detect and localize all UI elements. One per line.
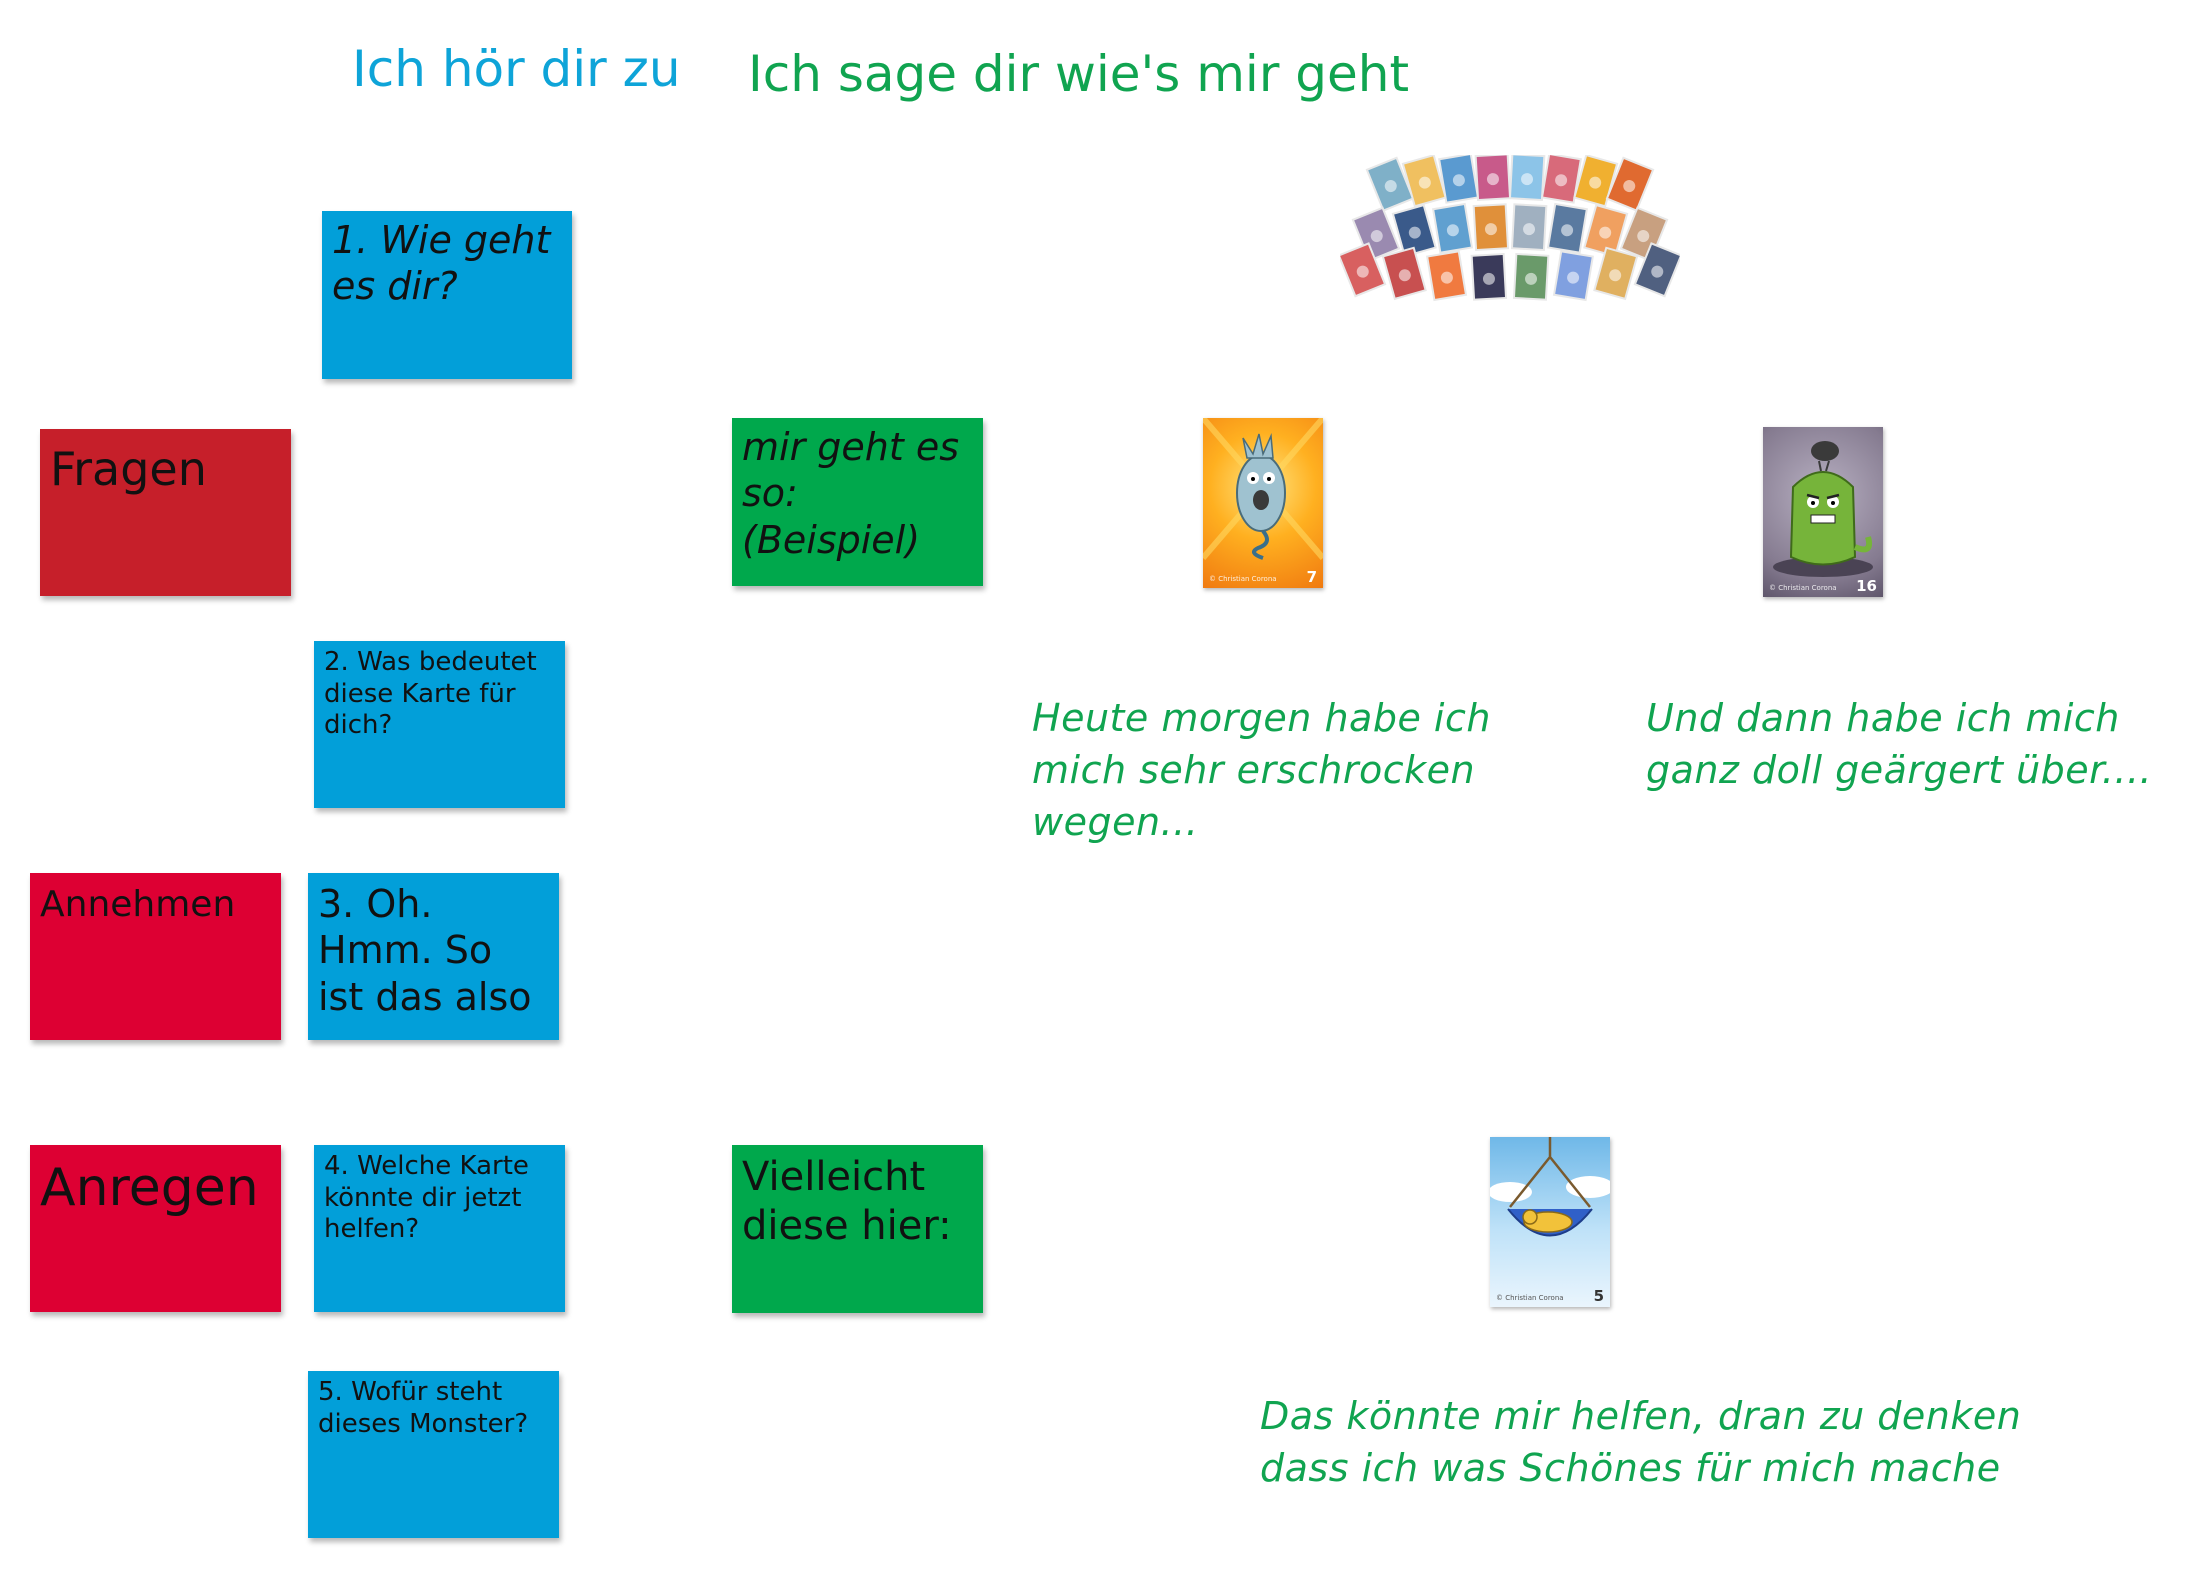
- mini-card-figure: [1482, 272, 1495, 285]
- heading-listen: Ich hör dir zu: [352, 40, 681, 98]
- sticky-note-fragen[interactable]: Fragen: [40, 429, 291, 596]
- mini-card-figure: [1384, 180, 1397, 193]
- mini-card-figure: [1599, 226, 1612, 239]
- sticky-note-text: 2. Was bedeutet diese Karte für dich?: [324, 647, 537, 741]
- text-erschrocken-content: Heute morgen habe ich mich sehr erschroc…: [1032, 696, 1491, 844]
- mini-card-figure: [1651, 265, 1664, 278]
- mini-card-figure: [1521, 173, 1534, 186]
- text-helfen-content: Das könnte mir helfen, dran zu denken da…: [1260, 1394, 2022, 1490]
- sticky-note-text: 3. Oh. Hmm. So ist das also: [318, 882, 532, 1019]
- card-deck-icon: [1337, 152, 1683, 302]
- sticky-note-question-4[interactable]: 4. Welche Karte könnte dir jetzt helfen?: [314, 1145, 565, 1312]
- sticky-note-text: Anregen: [40, 1158, 259, 1218]
- mini-card-figure: [1561, 224, 1574, 237]
- scared-monster-card[interactable]: © Christian Corona 7: [1203, 418, 1323, 588]
- mini-card-figure: [1609, 269, 1622, 282]
- mini-card-figure: [1446, 224, 1459, 237]
- mini-card-figure: [1452, 174, 1465, 187]
- mini-card-figure: [1486, 173, 1499, 186]
- sticky-note-text: Annehmen: [40, 884, 236, 925]
- mini-card-figure: [1398, 269, 1411, 282]
- sticky-note-question-3[interactable]: 3. Oh. Hmm. So ist das also: [308, 873, 559, 1040]
- mini-card-figure: [1408, 226, 1421, 239]
- mini-card-figure: [1484, 223, 1497, 236]
- sticky-note-question-2[interactable]: 2. Was bedeutet diese Karte für dich?: [314, 641, 565, 808]
- card-number: 5: [1593, 1287, 1604, 1305]
- mini-card-figure: [1589, 176, 1602, 189]
- sticky-note-text: mir geht es so: (Beispiel): [742, 425, 960, 562]
- hammock-monster-icon: [1490, 1137, 1610, 1237]
- text-geaergert: Und dann habe ich mich ganz doll geärger…: [1646, 692, 2186, 796]
- card-deck-fan[interactable]: [1337, 152, 1683, 340]
- hammock-monster-card[interactable]: © Christian Corona 5: [1490, 1137, 1610, 1307]
- sticky-note-question-5[interactable]: 5. Wofür steht dieses Monster?: [308, 1371, 559, 1538]
- mini-card-figure: [1637, 230, 1650, 243]
- card-number: 16: [1856, 577, 1877, 595]
- card-copyright: © Christian Corona: [1209, 575, 1277, 583]
- mini-card-figure: [1523, 223, 1536, 236]
- text-erschrocken: Heute morgen habe ich mich sehr erschroc…: [1032, 692, 1502, 848]
- mini-card-figure: [1567, 271, 1580, 284]
- mini-card-figure: [1623, 180, 1636, 193]
- sticky-note-text: 4. Welche Karte könnte dir jetzt helfen?: [324, 1151, 529, 1245]
- sticky-note-annehmen[interactable]: Annehmen: [30, 873, 281, 1040]
- sticky-note-question-1[interactable]: 1. Wie geht es dir?: [322, 211, 572, 379]
- mini-card-figure: [1440, 271, 1453, 284]
- text-geaergert-content: Und dann habe ich mich ganz doll geärger…: [1646, 696, 2153, 792]
- card-copyright: © Christian Corona: [1496, 1294, 1564, 1302]
- mini-card-figure: [1525, 272, 1538, 285]
- sticky-note-mir-geht[interactable]: mir geht es so: (Beispiel): [732, 418, 983, 586]
- mini-card-figure: [1555, 174, 1568, 187]
- sticky-note-anregen[interactable]: Anregen: [30, 1145, 281, 1312]
- scared-monster-icon: [1203, 418, 1323, 560]
- mini-card-figure: [1418, 176, 1431, 189]
- angry-monster-icon: [1773, 441, 1873, 577]
- card-number: 7: [1306, 568, 1317, 586]
- sticky-note-text: 5. Wofür steht dieses Monster?: [318, 1377, 529, 1439]
- heading-tell: Ich sage dir wie's mir geht: [748, 45, 1410, 103]
- mini-card-figure: [1356, 265, 1369, 278]
- sticky-note-text: Vielleicht diese hier:: [742, 1154, 952, 1249]
- text-helfen: Das könnte mir helfen, dran zu denken da…: [1260, 1390, 2060, 1494]
- sticky-note-text: 1. Wie geht es dir?: [332, 218, 551, 309]
- sticky-note-vielleicht[interactable]: Vielleicht diese hier:: [732, 1145, 983, 1313]
- card-copyright: © Christian Corona: [1769, 584, 1837, 592]
- sticky-note-text: Fragen: [50, 442, 207, 496]
- angry-monster-card[interactable]: © Christian Corona 16: [1763, 427, 1883, 597]
- mini-card-figure: [1370, 230, 1383, 243]
